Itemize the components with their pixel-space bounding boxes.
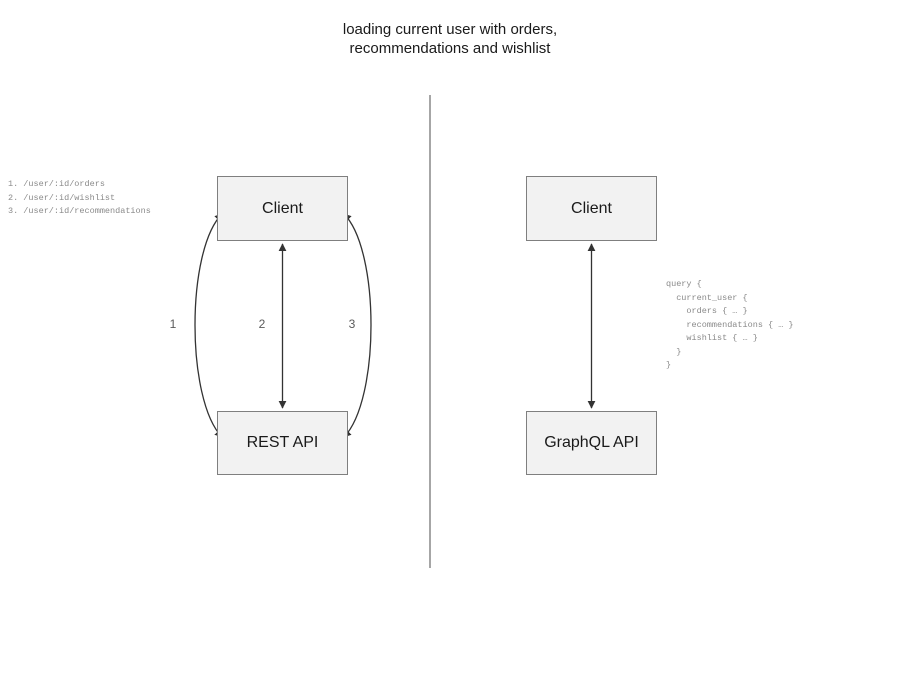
node-client-graphql[interactable]: Client <box>526 176 657 241</box>
edge-1-orders <box>194 213 223 438</box>
edge-label-2: 2 <box>258 317 266 331</box>
diagram-title: loading current user with orders, recomm… <box>342 21 558 57</box>
node-rest-api[interactable]: REST API <box>217 411 348 475</box>
rest-endpoint-list: 1. /user/:id/orders 2. /user/:id/wishlis… <box>8 179 151 216</box>
node-client-rest[interactable]: Client <box>217 176 348 241</box>
graphql-query-block: query { current_user { orders { … } reco… <box>666 279 794 370</box>
edge-label-1: 1 <box>169 317 177 331</box>
node-graphql-api[interactable]: GraphQL API <box>526 411 657 475</box>
edge-label-3: 3 <box>348 317 356 331</box>
